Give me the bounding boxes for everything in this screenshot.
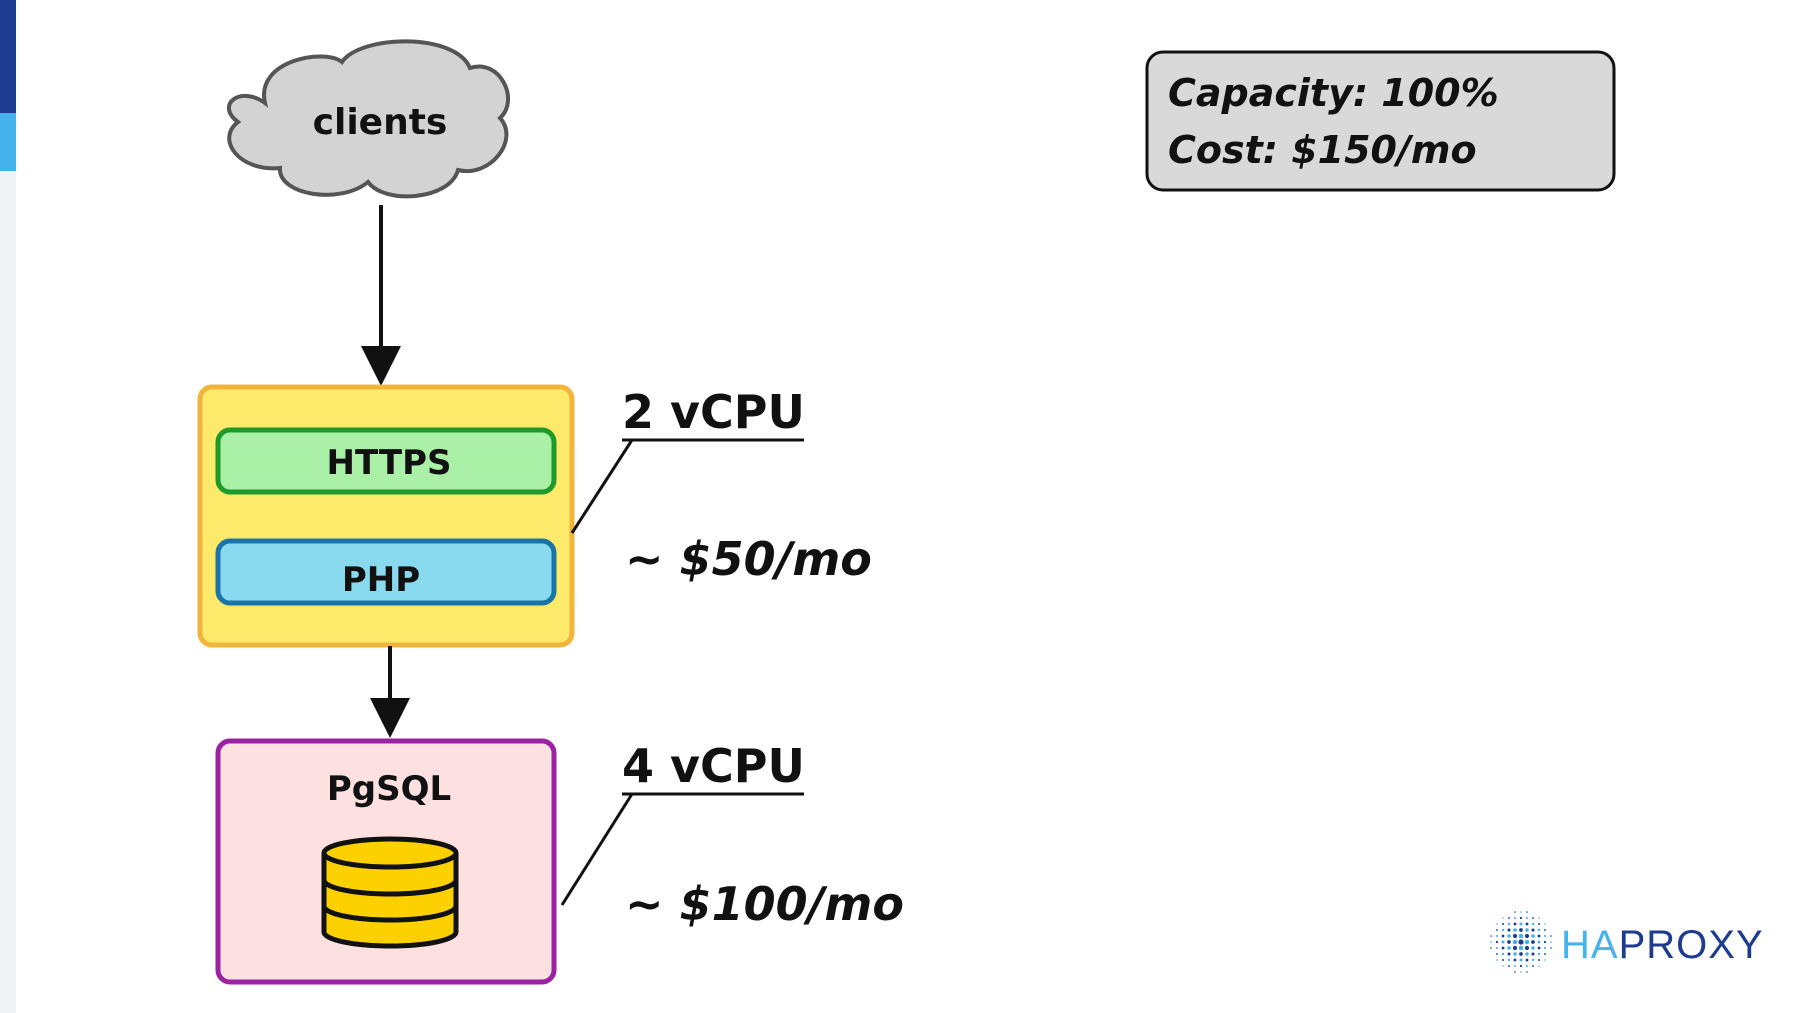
php-layer (215, 538, 557, 606)
db-spec-callout: 4 vCPU ~ $100/mo (560, 739, 904, 931)
app-leader-line (570, 439, 634, 534)
cloud-shape (226, 39, 511, 199)
accent-bar-light (0, 113, 16, 171)
app-server-box: HTTPS PHP (197, 384, 575, 648)
haproxy-logo: HAPROXY (1490, 911, 1763, 973)
summary-box: Capacity: 100% Cost: $150/mo (1145, 50, 1616, 192)
db-server-box: PgSQL (215, 738, 557, 985)
haproxy-logo-text: HAPROXY (1561, 923, 1764, 967)
php-label: PHP (342, 560, 420, 600)
db-cost-label: ~ $100/mo (625, 877, 904, 931)
db-cpu-label: 4 vCPU (622, 739, 805, 793)
app-spec-callout: 2 vCPU ~ $50/mo (570, 385, 872, 586)
cost-summary-label: Cost: $150/mo (1168, 128, 1477, 172)
db-leader-line (560, 793, 634, 906)
haproxy-logo-mark (1490, 911, 1552, 973)
app-cost-label: ~ $50/mo (625, 532, 872, 586)
clients-label: clients (313, 102, 448, 143)
pgsql-label: PgSQL (327, 769, 451, 809)
app-cpu-label: 2 vCPU (622, 385, 805, 439)
capacity-label: Capacity: 100% (1168, 71, 1499, 115)
https-label: HTTPS (326, 443, 451, 483)
left-accent-bar (0, 0, 16, 1013)
https-layer (215, 427, 557, 495)
database-icon (321, 836, 459, 949)
clients-cloud: clients (226, 39, 511, 199)
accent-bar-dark (0, 0, 16, 113)
